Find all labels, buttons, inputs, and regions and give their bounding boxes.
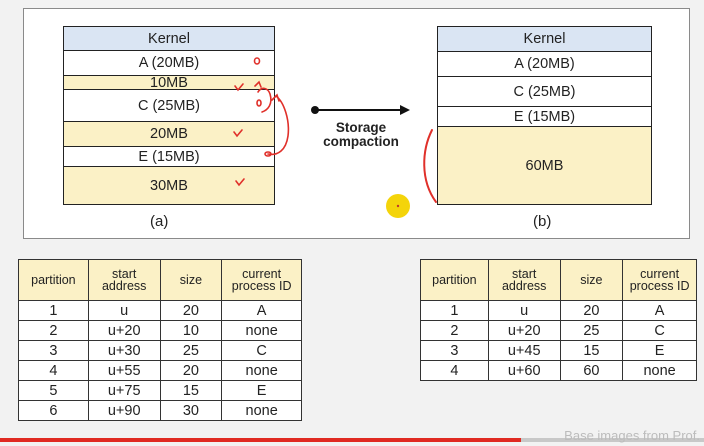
column-header: partition <box>420 259 489 301</box>
memory-a-segment-kernel: Kernel <box>64 27 274 51</box>
table-cell: 1 <box>420 300 489 321</box>
annotation-curve <box>267 95 290 156</box>
column-header: size <box>559 259 624 301</box>
table-cell: 3 <box>420 340 489 361</box>
annotation-curve <box>257 87 272 113</box>
table-cell: u+90 <box>87 400 161 421</box>
annotation-bracket <box>423 129 437 203</box>
table-cell: 5 <box>18 380 89 401</box>
table-cell: u <box>487 300 561 321</box>
table-cell: u+45 <box>487 340 561 361</box>
table-cell: none <box>221 320 302 341</box>
column-header: partition <box>18 259 89 301</box>
column-header: size <box>159 259 223 301</box>
table-cell: 10 <box>159 320 223 341</box>
table-cell: none <box>221 360 302 381</box>
table-cell: E <box>622 340 697 361</box>
annotation-arrowhead <box>271 93 280 102</box>
table-cell: E <box>221 380 302 401</box>
table-cell: u+30 <box>87 340 161 361</box>
memory-a-segment-c-25mb: C (25MB) <box>64 90 274 122</box>
table-cell: 20 <box>159 300 223 321</box>
memory-b-segment-e-15mb: E (15MB) <box>438 107 651 127</box>
table-cell: 4 <box>420 360 489 381</box>
table-cell: 20 <box>159 360 223 381</box>
table-cell: A <box>221 300 302 321</box>
table-cell: 15 <box>559 340 624 361</box>
table-cell: 4 <box>18 360 89 381</box>
memory-b-segment-60mb: 60MB <box>438 127 651 204</box>
table-cell: u+20 <box>487 320 561 341</box>
table-cell: 2 <box>18 320 89 341</box>
table-cell: 2 <box>420 320 489 341</box>
video-progress-bar[interactable] <box>0 438 704 442</box>
table-cell: none <box>221 400 302 421</box>
memory-a-segment-10mb: 10MB <box>64 75 274 91</box>
video-progress-fill <box>0 438 521 442</box>
table-cell: u+20 <box>87 320 161 341</box>
annotation-check <box>234 83 244 92</box>
memory-a-segment-e-15mb: E (15MB) <box>64 147 274 167</box>
memory-b-segment-c-25mb: C (25MB) <box>438 77 651 107</box>
annotation-mark <box>256 99 262 107</box>
caption-a: (a) <box>150 213 169 230</box>
table-cell: u+60 <box>487 360 561 381</box>
column-header: current process ID <box>221 259 302 301</box>
column-header: start address <box>87 259 161 301</box>
annotation-check <box>235 178 245 187</box>
annotation-mark <box>264 151 272 157</box>
table-cell: none <box>622 360 697 381</box>
annotation-check <box>233 129 243 138</box>
memory-b-segment-a-20mb: A (20MB) <box>438 52 651 77</box>
cursor-dot <box>396 204 400 208</box>
table-cell: 1 <box>18 300 89 321</box>
column-header: current process ID <box>622 259 697 301</box>
table-cell: C <box>622 320 697 341</box>
table-cell: C <box>221 340 302 361</box>
table-cell: u+75 <box>87 380 161 401</box>
table-cell: 25 <box>559 320 624 341</box>
table-cell: 6 <box>18 400 89 421</box>
table-cell: 20 <box>559 300 624 321</box>
column-header: start address <box>487 259 561 301</box>
table-cell: u+55 <box>87 360 161 381</box>
table-cell: 15 <box>159 380 223 401</box>
memory-a-segment-a-20mb: A (20MB) <box>64 51 274 76</box>
table-cell: 30 <box>159 400 223 421</box>
credit-text: Base images from Prof. <box>564 428 700 443</box>
table-cell: 60 <box>559 360 624 381</box>
table-cell: 3 <box>18 340 89 361</box>
table-cell: u <box>87 300 161 321</box>
arrow-head <box>400 105 410 115</box>
annotation-arrowhead <box>254 80 262 88</box>
arrow-label: Storage compaction <box>323 120 399 149</box>
memory-b-segment-kernel: Kernel <box>438 27 651 52</box>
table-cell: A <box>622 300 697 321</box>
caption-b: (b) <box>533 213 552 230</box>
annotation-mark <box>253 57 261 65</box>
table-cell: 25 <box>159 340 223 361</box>
